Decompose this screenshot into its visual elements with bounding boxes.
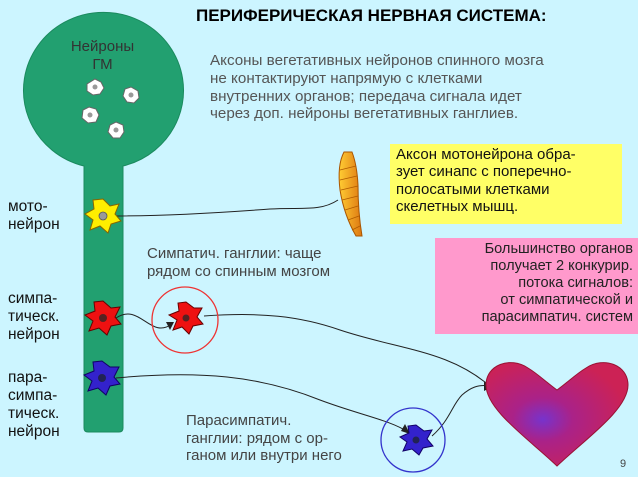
sympathetic-neuron-label-line: нейрон [8, 326, 60, 344]
description-line: внутренних органов; передача сигнала иде… [210, 87, 522, 105]
sympathetic-ganglia-note-line: рядом со спинным мозгом [147, 262, 331, 280]
motor-axon-note-box: Аксон мотонейрона обра- зует синапс с по… [390, 144, 622, 224]
parasympathetic-neuron-label-line: нейрон [8, 423, 60, 441]
page-number: 9 [620, 458, 627, 470]
parasympathetic-neuron-label-line: тическ. [8, 405, 60, 423]
brain-neurons-label-line: ГМ [92, 55, 113, 73]
motor-neuron [84, 198, 122, 234]
sympathetic-neuron-label: симпа- тическ. нейрон [8, 290, 60, 344]
parasympathetic-preganglionic-axon [115, 374, 409, 433]
motor-axon-note-line: полосатыми клетками [396, 180, 550, 198]
organs-note-line: потока сигналов: [518, 275, 633, 292]
organs-note-line: парасимпатич. систем [481, 309, 633, 326]
slide-title: ПЕРИФЕРИЧЕСКАЯ НЕРВНАЯ СИСТЕМА: [196, 6, 547, 25]
brain-neuron-3 [81, 106, 100, 124]
description-line: через доп. нейроны вегетативных ганглиев… [210, 105, 519, 123]
parasympathetic-ganglia-note-line: Парасимпатич. [186, 412, 292, 429]
organs-note-line: от симпатической и [500, 292, 633, 309]
parasympathetic-neuron-label-line: симпа- [8, 387, 58, 405]
motor-axon-note-line: зует синапс с поперечно- [396, 163, 572, 181]
motor-axon-note: Аксон мотонейрона обра- зует синапс с по… [390, 144, 622, 218]
brain-neuron-2 [122, 86, 140, 104]
sympathetic-ganglion-neuron [167, 301, 204, 335]
parasympathetic-neuron-label-line: пара- [8, 369, 48, 386]
parasympathetic-neuron [82, 360, 121, 396]
brain-neurons-label-line: Нейроны [70, 38, 135, 55]
description: Аксоны вегетативных нейронов спинного мо… [210, 52, 544, 123]
sympathetic-ganglia-note: Симпатич. ганглии: чаще рядом со спинным… [147, 245, 330, 280]
para-arrow-1 [401, 424, 410, 434]
motor-neuron-label-line: мото- [8, 198, 48, 215]
parasympathetic-postganglionic-axon [431, 385, 491, 437]
sympathetic-neuron-label-line: симпа- [8, 290, 58, 307]
parasympathetic-neuron-label: пара- симпа- тическ. нейрон [8, 369, 60, 442]
heart-organ [485, 362, 629, 467]
organs-note-box: Большинство органов получает 2 конкурир.… [435, 238, 638, 334]
motor-axon-note-line: Аксон мотонейрона обра- [396, 146, 576, 163]
description-line: Аксоны вегетативных нейронов спинного мо… [210, 52, 544, 69]
skeletal-muscle-cell [338, 151, 363, 237]
muscle-striations [339, 165, 361, 231]
parasympathetic-ganglia-note: Парасимпатич. ганглии: рядом с ор- ганом… [186, 412, 342, 465]
brain-neuron-1 [86, 78, 105, 96]
sympathetic-preganglionic-axon [115, 313, 173, 329]
brain-neurons-label: Нейроны ГМ [60, 38, 145, 73]
sympathetic-postganglionic-axon [203, 314, 493, 389]
sympathetic-neuron-label-line: тическ. [8, 308, 60, 326]
organs-note-line: Большинство органов [484, 241, 633, 257]
brain-neuron-4 [107, 121, 125, 139]
motor-axon-note-line: скелетных мышц. [396, 198, 519, 216]
motor-axon [112, 199, 339, 217]
parasympathetic-ganglia-note-line: ганглии: рядом с ор- [186, 429, 328, 447]
parasympathetic-ganglion-circle [380, 407, 446, 473]
parasympathetic-ganglion-neuron [398, 424, 434, 456]
organs-note: Большинство органов получает 2 конкурир.… [435, 238, 638, 326]
organs-note-line: получает 2 конкурир. [490, 258, 633, 275]
motor-neuron-label-line: нейрон [8, 216, 60, 234]
description-line: не контактируют напрямую с клетками [210, 69, 483, 87]
sympathetic-ganglion-circle [151, 286, 219, 354]
motor-neuron-label: мото- нейрон [8, 198, 60, 234]
parasympathetic-ganglia-note-line: ганом или внутри него [186, 447, 342, 465]
symp-arrow-1 [166, 322, 174, 330]
sympathetic-ganglia-note-line: Симпатич. ганглии: чаще [147, 245, 322, 262]
sympathetic-neuron [83, 300, 122, 336]
